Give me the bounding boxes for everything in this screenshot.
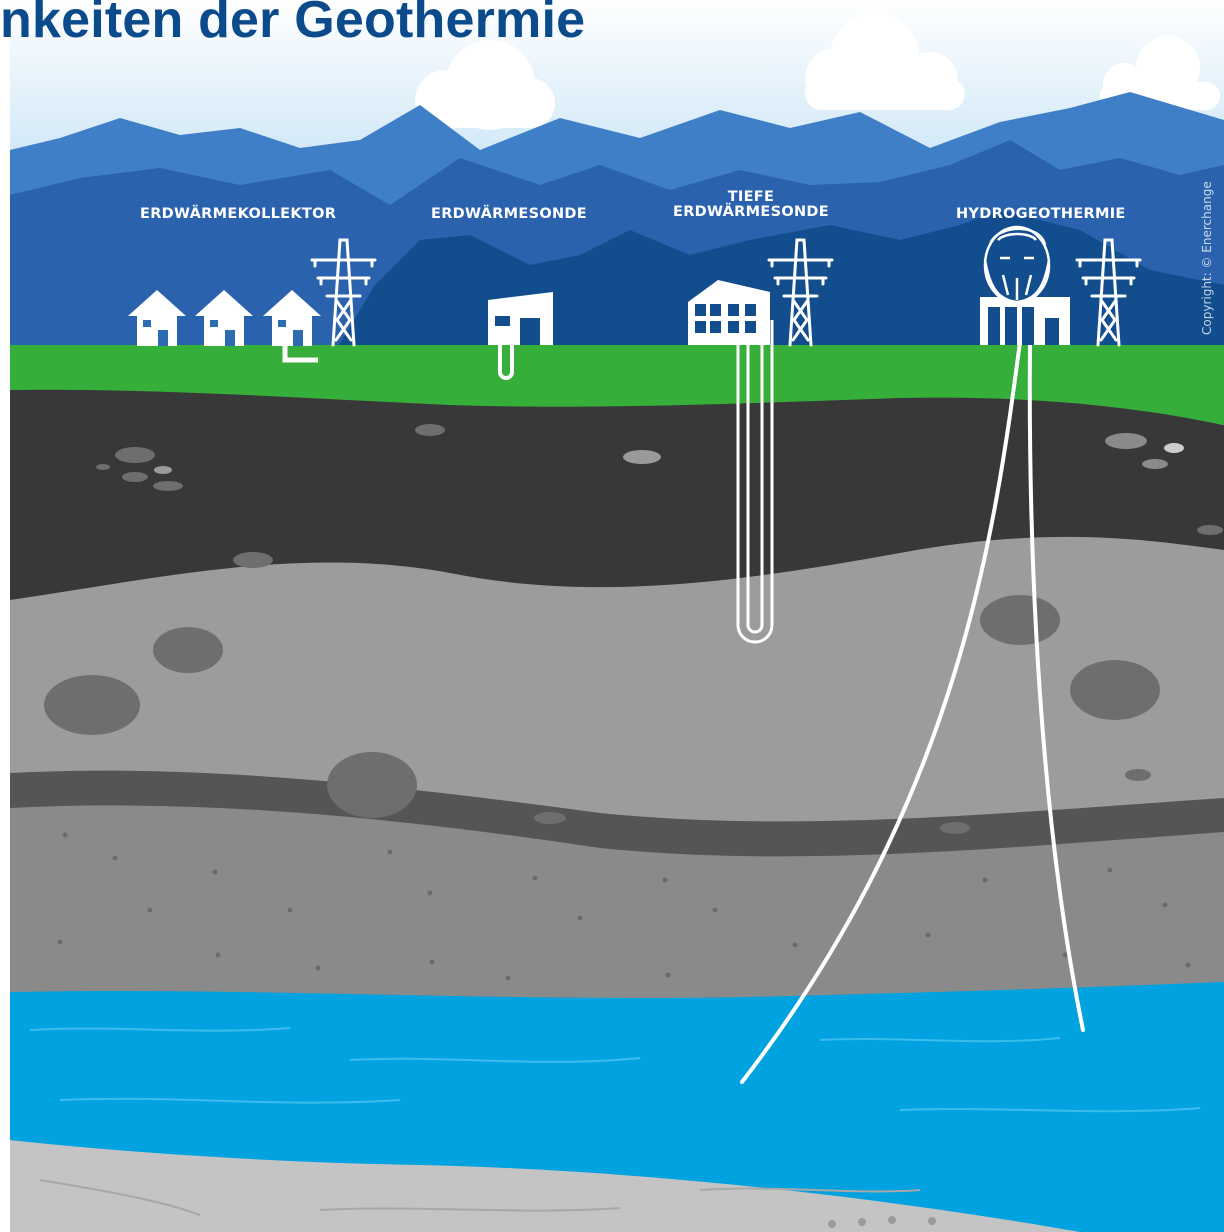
hydro-well-production bbox=[1027, 340, 1085, 1032]
label-tiefe-erdwaermesonde: TIEFE ERDWÄRMESONDE bbox=[673, 190, 829, 220]
page-title: nkeiten der Geothermie bbox=[0, 0, 586, 49]
stones bbox=[44, 424, 1223, 834]
sediment-dots bbox=[57, 832, 1191, 981]
label-tiefe-line1: TIEFE bbox=[727, 189, 775, 205]
layer-dark-soil bbox=[10, 381, 1224, 600]
bedrock-lines bbox=[39, 1179, 921, 1216]
power-pylon-icon bbox=[310, 238, 377, 347]
layer-grass bbox=[10, 345, 1224, 425]
god-head-icon bbox=[983, 225, 1051, 305]
cloud bbox=[805, 13, 965, 110]
house-icon bbox=[195, 290, 253, 346]
label-hydrogeothermie: HYDROGEOTHERMIE bbox=[956, 206, 1126, 222]
ground-collector-pipe bbox=[282, 340, 318, 363]
layer-groundwater bbox=[10, 980, 1224, 1232]
label-tiefe-line2: ERDWÄRMESONDE bbox=[673, 204, 829, 220]
power-pylon-icon bbox=[1075, 238, 1142, 347]
label-erdwaermekollektor: ERDWÄRMEKOLLEKTOR bbox=[140, 206, 337, 222]
deep-borehole-probe bbox=[736, 320, 774, 644]
office-building-icon bbox=[688, 280, 770, 345]
copyright-text: Copyright: © Enerchange bbox=[1200, 181, 1214, 335]
water-ripples bbox=[29, 1027, 1201, 1113]
building-icon bbox=[488, 292, 553, 345]
house-icon bbox=[128, 290, 186, 346]
house-icon bbox=[263, 290, 321, 346]
label-erdwaermesonde: ERDWÄRMESONDE bbox=[431, 206, 587, 222]
deep-borehole-probe-inner bbox=[746, 320, 764, 634]
hydro-well-injection bbox=[740, 340, 1022, 1084]
geothermal-plant-icon bbox=[980, 297, 1070, 345]
cloud bbox=[415, 40, 555, 130]
cloud bbox=[1100, 36, 1220, 110]
layer-light-soil bbox=[10, 531, 1224, 822]
bedrock-dots bbox=[828, 1216, 936, 1228]
power-pylon-icon bbox=[767, 238, 834, 347]
borehole-probe bbox=[498, 345, 514, 380]
